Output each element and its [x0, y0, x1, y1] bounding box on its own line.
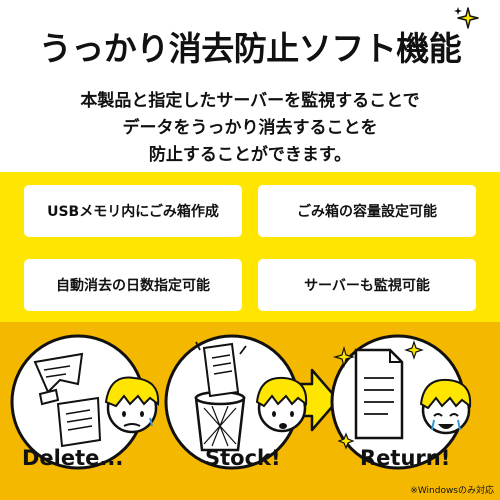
header-area: うっかり消去防止ソフト機能 本製品と指定したサーバーを監視することで データをう… — [0, 0, 500, 172]
description-line: 本製品と指定したサーバーを監視することで — [80, 91, 420, 111]
feature-capacity-setting: ごみ箱の容量設定可能 — [258, 185, 476, 237]
sparkle-icon — [332, 340, 424, 450]
stage-label-delete: Delete... — [22, 446, 124, 470]
torn-document-icon — [33, 352, 102, 448]
return-stage-illustration — [330, 334, 472, 470]
process-illustration — [10, 334, 472, 470]
person-icon — [104, 376, 160, 434]
feature-server-monitoring: サーバーも監視可能 — [258, 259, 476, 311]
document-icon — [195, 341, 247, 398]
description: 本製品と指定したサーバーを監視することで データをうっかり消去することを 防止す… — [0, 88, 500, 169]
stock-stage-illustration — [164, 334, 308, 470]
person-icon — [255, 376, 308, 433]
person-icon — [419, 378, 472, 435]
stage-label-return: Return! — [360, 446, 451, 470]
description-line: 防止することができます。 — [148, 145, 352, 165]
feature-trash-creation: USBメモリ内にごみ箱作成 — [24, 185, 242, 237]
restored-document-icon — [354, 348, 404, 440]
stage-label-stock: Stock! — [205, 446, 281, 470]
windows-only-note: ※Windowsのみ対応 — [410, 486, 494, 496]
delete-stage-illustration — [10, 334, 160, 470]
feature-auto-delete-days: 自動消去の日数指定可能 — [24, 259, 242, 311]
sparkle-icon — [454, 7, 479, 29]
page-title: うっかり消去防止ソフト機能 — [38, 29, 462, 68]
description-line: データをうっかり消去することを — [122, 118, 378, 138]
trash-bin-icon — [194, 390, 246, 452]
